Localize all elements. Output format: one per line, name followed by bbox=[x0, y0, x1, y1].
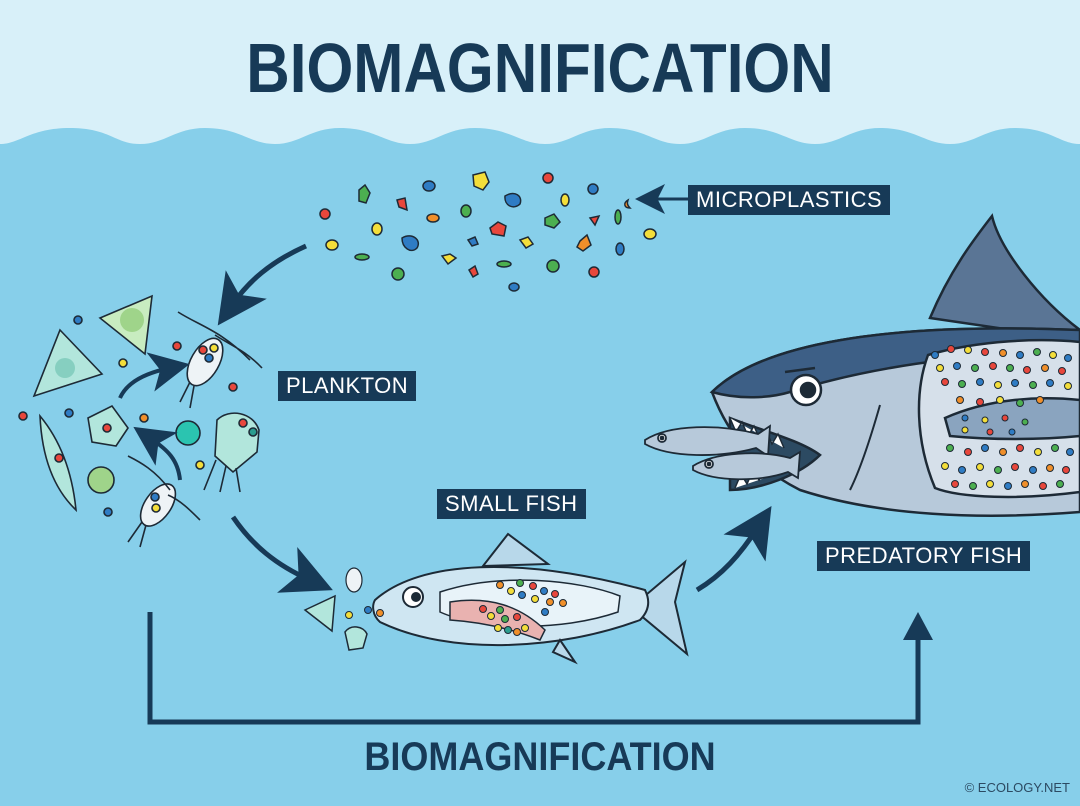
sky-background bbox=[0, 0, 1080, 150]
arrow-plankton-to-small-fish bbox=[230, 515, 333, 593]
small-fish-label: SMALL FISH bbox=[437, 489, 586, 519]
predator-microplastic-dots bbox=[931, 345, 1074, 490]
arrow-plankton-internal-1 bbox=[118, 352, 190, 399]
biomagnification-bracket-arrow bbox=[147, 612, 921, 725]
bracket-arrowhead-icon bbox=[903, 612, 933, 640]
microplastics-cloud bbox=[319, 171, 657, 292]
bottom-biomagnification-caption: BIOMAGNIFICATION bbox=[364, 735, 716, 779]
arrow-plankton-internal-2 bbox=[133, 426, 182, 481]
arrow-microplastics-to-plankton bbox=[217, 243, 308, 326]
water-waves bbox=[0, 128, 1080, 806]
microplastics-label: MICROPLASTICS bbox=[688, 185, 891, 215]
arrow-small-fish-to-predatory-fish bbox=[695, 505, 772, 593]
credit-text: © ECOLOGY.NET bbox=[964, 780, 1070, 795]
predatory-fish-label: PREDATORY FISH bbox=[817, 541, 1031, 571]
predatory-fish-illustration bbox=[709, 213, 1080, 517]
prey-fish-in-mouth bbox=[644, 424, 802, 481]
plankton-label: PLANKTON bbox=[278, 371, 417, 401]
small-fish-illustration bbox=[303, 532, 689, 665]
page-title: BIOMAGNIFICATION bbox=[246, 29, 834, 107]
plankton-cluster bbox=[18, 294, 263, 548]
